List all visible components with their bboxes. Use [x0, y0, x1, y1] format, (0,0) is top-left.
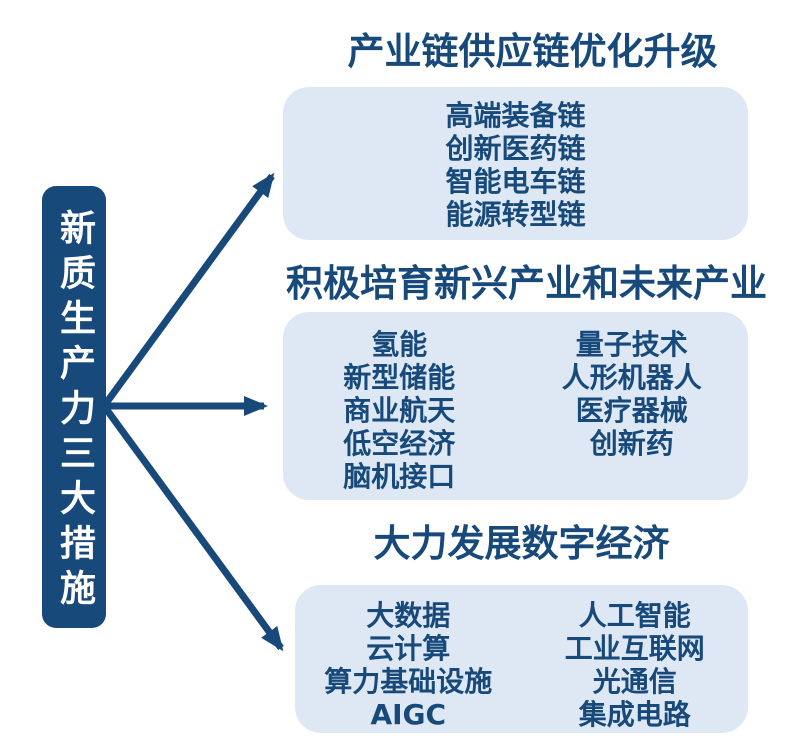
list-item: 量子技术: [575, 328, 688, 361]
list-item: 高端装备链: [445, 99, 586, 132]
arrow-to-industry-supply-chain-section: [101, 172, 275, 409]
section-panel-industry-supply-chain: 高端装备链 创新医药链 智能电车链 能源转型链: [283, 87, 748, 240]
section-title-industry-supply-chain: 产业链供应链优化升级: [347, 30, 718, 73]
list-item: 氢能: [371, 328, 428, 361]
list-item: AIGC: [370, 698, 447, 731]
list-item: 商业航天: [343, 394, 456, 427]
panel-column-right: 人工智能 工业互联网 光通信 集成电路: [522, 599, 749, 733]
arrow-to-digital-economy-section: [101, 403, 284, 652]
list-item: 低空经济: [343, 427, 456, 460]
list-item: 脑机接口: [343, 460, 456, 493]
list-item: 创新药: [589, 427, 674, 460]
list-item: 创新医药链: [445, 132, 586, 165]
list-item: 大数据: [366, 599, 451, 632]
panel-column-left: 大数据 云计算 算力基础设施 AIGC: [295, 599, 522, 733]
list-item: 人工智能: [578, 599, 691, 632]
list-item: 算力基础设施: [324, 665, 493, 698]
section-panel-digital-economy: 大数据 云计算 算力基础设施 AIGC 人工智能 工业互联网 光通信 集成电路: [295, 585, 748, 733]
panel-column-left: 氢能 新型储能 商业航天 低空经济 脑机接口: [283, 328, 516, 500]
section-title-digital-economy: 大力发展数字经济: [373, 522, 670, 565]
section-panel-emerging-future-industries: 氢能 新型储能 商业航天 低空经济 脑机接口 量子技术 人形机器人 医疗器械 创…: [283, 312, 748, 500]
list-item: 新型储能: [343, 361, 456, 394]
panel-column: 高端装备链 创新医药链 智能电车链 能源转型链: [283, 99, 748, 240]
list-item: 工业互联网: [564, 632, 705, 665]
list-item: 医疗器械: [575, 394, 688, 427]
list-item: 人形机器人: [561, 361, 702, 394]
list-item: 光通信: [592, 665, 677, 698]
root-node: 新质生产力三大措施: [42, 186, 106, 628]
section-title-emerging-future-industries: 积极培育新兴产业和未来产业: [286, 262, 767, 305]
panel-column-right: 量子技术 人形机器人 医疗器械 创新药: [516, 328, 749, 500]
list-item: 能源转型链: [445, 198, 586, 231]
list-item: 智能电车链: [445, 165, 586, 198]
list-item: 集成电路: [578, 698, 691, 731]
root-node-label: 新质生产力三大措施: [54, 209, 95, 614]
list-item: 云计算: [366, 632, 451, 665]
